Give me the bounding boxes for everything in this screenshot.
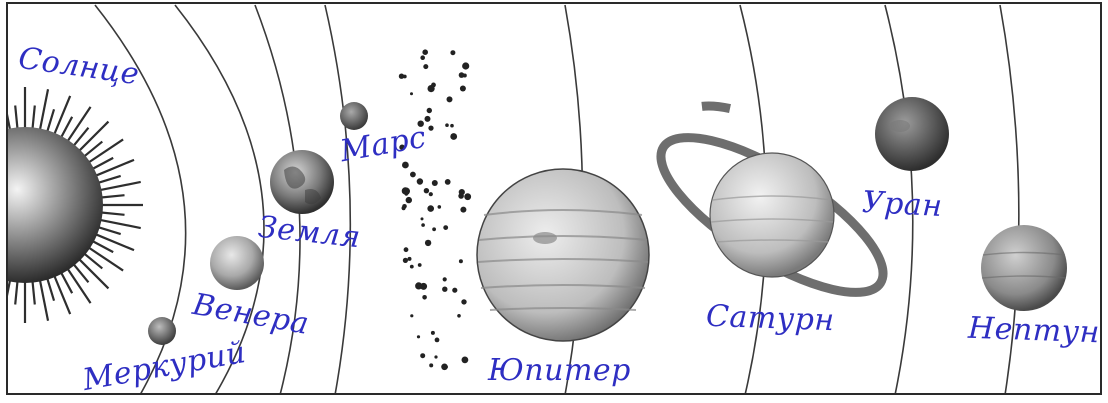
label-saturn: Сатурн bbox=[706, 302, 836, 336]
sun-ray bbox=[93, 233, 134, 250]
asteroid-dot bbox=[423, 64, 428, 69]
asteroid-dot bbox=[410, 172, 416, 178]
asteroid-dot bbox=[425, 240, 431, 246]
asteroid-dot bbox=[443, 277, 447, 281]
asteroid-dot bbox=[462, 357, 469, 364]
asteroid-dot bbox=[404, 247, 409, 252]
asteroid-dot bbox=[410, 92, 413, 95]
sun-ray bbox=[39, 278, 48, 321]
asteroid-dot bbox=[445, 179, 451, 185]
label-jupiter: Юпитер bbox=[488, 356, 631, 386]
asteroid-dot bbox=[432, 180, 438, 186]
asteroid-dot bbox=[429, 192, 433, 196]
jupiter-planet bbox=[477, 169, 649, 341]
asteroid-dot bbox=[402, 204, 407, 209]
label-neptune: Нептун bbox=[968, 314, 1101, 349]
sun-ray bbox=[0, 276, 4, 301]
asteroid-dot bbox=[460, 207, 466, 213]
asteroid-dot bbox=[450, 133, 457, 140]
asteroid-dot bbox=[421, 217, 424, 220]
mercury-planet bbox=[148, 317, 176, 345]
asteroid-dot bbox=[435, 338, 440, 343]
asteroid-dot bbox=[417, 335, 420, 338]
asteroid-dot bbox=[431, 331, 435, 335]
sun-ray bbox=[53, 96, 70, 137]
sun-ray bbox=[87, 246, 124, 270]
asteroid-dot bbox=[438, 205, 442, 209]
asteroid-dot bbox=[422, 295, 427, 300]
asteroid-dot bbox=[406, 197, 412, 203]
asteroid-dot bbox=[420, 353, 425, 358]
asteroid-dot bbox=[417, 178, 423, 184]
asteroid-dot bbox=[424, 188, 429, 193]
asteroid-dot bbox=[463, 74, 467, 78]
asteroid-dot bbox=[444, 365, 448, 369]
sun-ray bbox=[98, 182, 141, 191]
asteroid-dot bbox=[403, 75, 407, 79]
sun-ray bbox=[98, 219, 141, 228]
asteroid-dot bbox=[420, 55, 425, 60]
sun-disc bbox=[0, 127, 103, 283]
asteroid-dot bbox=[432, 227, 436, 231]
asteroid-belt bbox=[399, 49, 471, 370]
asteroid-dot bbox=[402, 162, 409, 169]
asteroid-dot bbox=[461, 299, 466, 304]
asteroid-dot bbox=[410, 265, 414, 269]
asteroid-dot bbox=[450, 50, 455, 55]
sun-ray bbox=[87, 139, 124, 163]
asteroid-dot bbox=[460, 86, 466, 92]
asteroid-dot bbox=[445, 123, 449, 127]
asteroid-dot bbox=[442, 287, 447, 292]
mars-planet bbox=[340, 102, 368, 130]
sun-ray bbox=[66, 107, 90, 144]
label-uranus: Уран bbox=[861, 188, 943, 222]
asteroid-dot bbox=[443, 225, 448, 230]
asteroid-dot bbox=[447, 96, 453, 102]
sun-ray bbox=[0, 109, 4, 134]
asteroid-dot bbox=[410, 314, 413, 317]
sun-ray bbox=[66, 267, 90, 304]
asteroid-dot bbox=[459, 259, 463, 263]
sun-ray bbox=[53, 273, 70, 314]
sun bbox=[0, 87, 143, 323]
orbit-mars bbox=[325, 5, 350, 395]
asteroid-dot bbox=[434, 355, 437, 358]
sun-ray bbox=[93, 160, 134, 177]
asteroid-dot bbox=[431, 83, 436, 88]
asteroid-dot bbox=[420, 283, 427, 290]
asteroid-dot bbox=[452, 288, 457, 293]
asteroid-dot bbox=[428, 126, 433, 131]
asteroid-dot bbox=[462, 62, 469, 69]
asteroid-dot bbox=[464, 193, 471, 200]
uranus-planet bbox=[875, 97, 949, 171]
asteroid-dot bbox=[425, 116, 431, 122]
asteroid-dot bbox=[427, 108, 432, 113]
asteroid-dot bbox=[459, 189, 465, 195]
asteroid-dot bbox=[403, 258, 408, 263]
asteroid-dot bbox=[457, 314, 461, 318]
asteroid-dot bbox=[422, 49, 428, 55]
asteroid-dot bbox=[427, 205, 434, 212]
sun-ray bbox=[39, 89, 48, 132]
asteroid-dot bbox=[450, 124, 454, 128]
earth-planet bbox=[270, 150, 334, 214]
asteroid-dot bbox=[429, 363, 433, 367]
asteroid-dot bbox=[408, 257, 412, 261]
neptune-planet bbox=[981, 225, 1067, 311]
orbit-venus bbox=[175, 5, 264, 395]
asteroid-dot bbox=[402, 187, 409, 194]
asteroid-dot bbox=[418, 263, 422, 267]
asteroid-dot bbox=[421, 223, 425, 227]
